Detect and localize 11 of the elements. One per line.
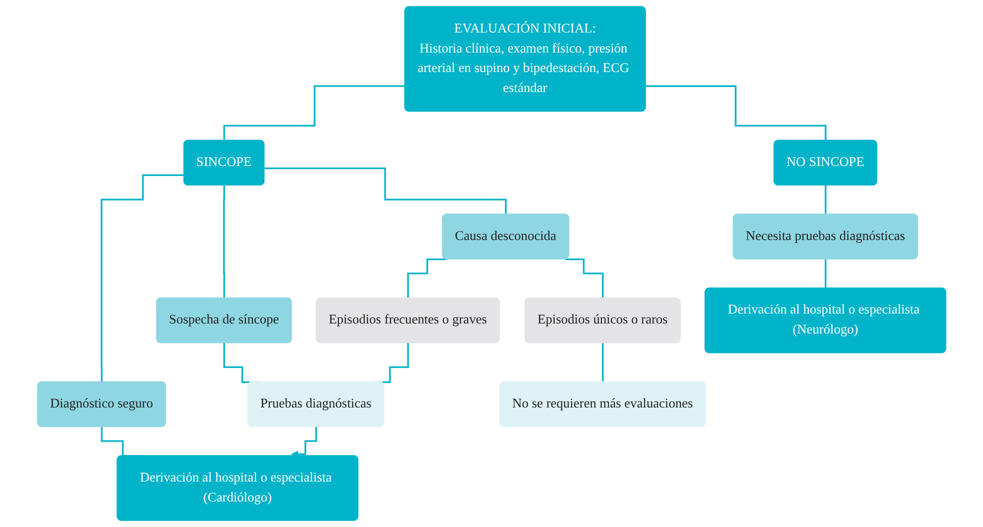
- connector: [646, 85, 826, 142]
- arrow: [291, 426, 317, 458]
- connector: [100, 174, 184, 383]
- connector: [824, 184, 826, 216]
- connector: [407, 258, 447, 300]
- connector: [223, 85, 405, 142]
- connector: [222, 184, 226, 300]
- connector: [824, 258, 826, 290]
- connector: [602, 342, 604, 383]
- connector: [264, 168, 507, 216]
- connector: [564, 258, 604, 300]
